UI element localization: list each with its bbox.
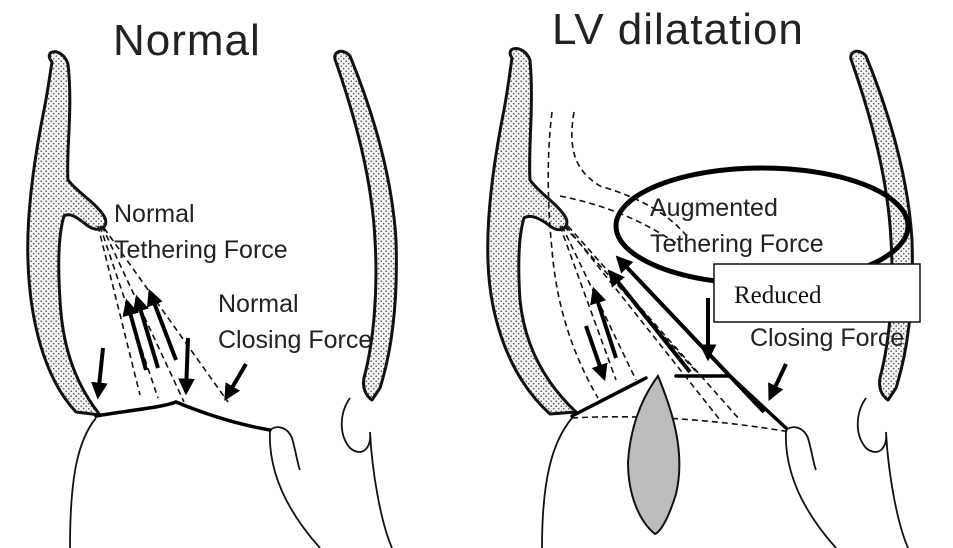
normal-closing-label-line2: Closing Force bbox=[218, 326, 372, 354]
normal-left-atrium bbox=[70, 418, 320, 548]
normal-outflow bbox=[342, 398, 392, 548]
dilated-closing-label: Closing Force bbox=[750, 324, 904, 352]
normal-tethering-label-line1: Normal bbox=[114, 200, 195, 228]
normal-tethering-arrows bbox=[127, 292, 176, 370]
normal-tethering-label-line2: Tethering Force bbox=[114, 236, 288, 264]
regurgitant-jet bbox=[628, 376, 679, 534]
augmented-tethering-label-line2: Tethering Force bbox=[650, 230, 824, 258]
normal-title: Normal bbox=[113, 16, 261, 65]
dilated-panel: LV dilatation bbox=[488, 5, 920, 548]
normal-panel: Normal bbox=[28, 16, 397, 548]
normal-annulus bbox=[270, 427, 300, 470]
normal-posterior-leaflet bbox=[176, 402, 270, 430]
reduced-label: Reduced bbox=[734, 282, 822, 309]
dilated-left-atrium bbox=[542, 418, 836, 548]
dilated-outflow bbox=[858, 398, 908, 548]
augmented-tethering-label-line1: Augmented bbox=[650, 194, 778, 222]
normal-closing-label-line1: Normal bbox=[218, 290, 299, 318]
normal-lv-wall bbox=[28, 52, 106, 415]
normal-anterior-leaflet bbox=[96, 402, 176, 416]
dilated-lv-wall bbox=[488, 49, 576, 415]
dilated-anterior-leaflet bbox=[572, 378, 646, 416]
dilated-annulus bbox=[786, 427, 816, 470]
dilated-title: LV dilatation bbox=[552, 5, 804, 54]
